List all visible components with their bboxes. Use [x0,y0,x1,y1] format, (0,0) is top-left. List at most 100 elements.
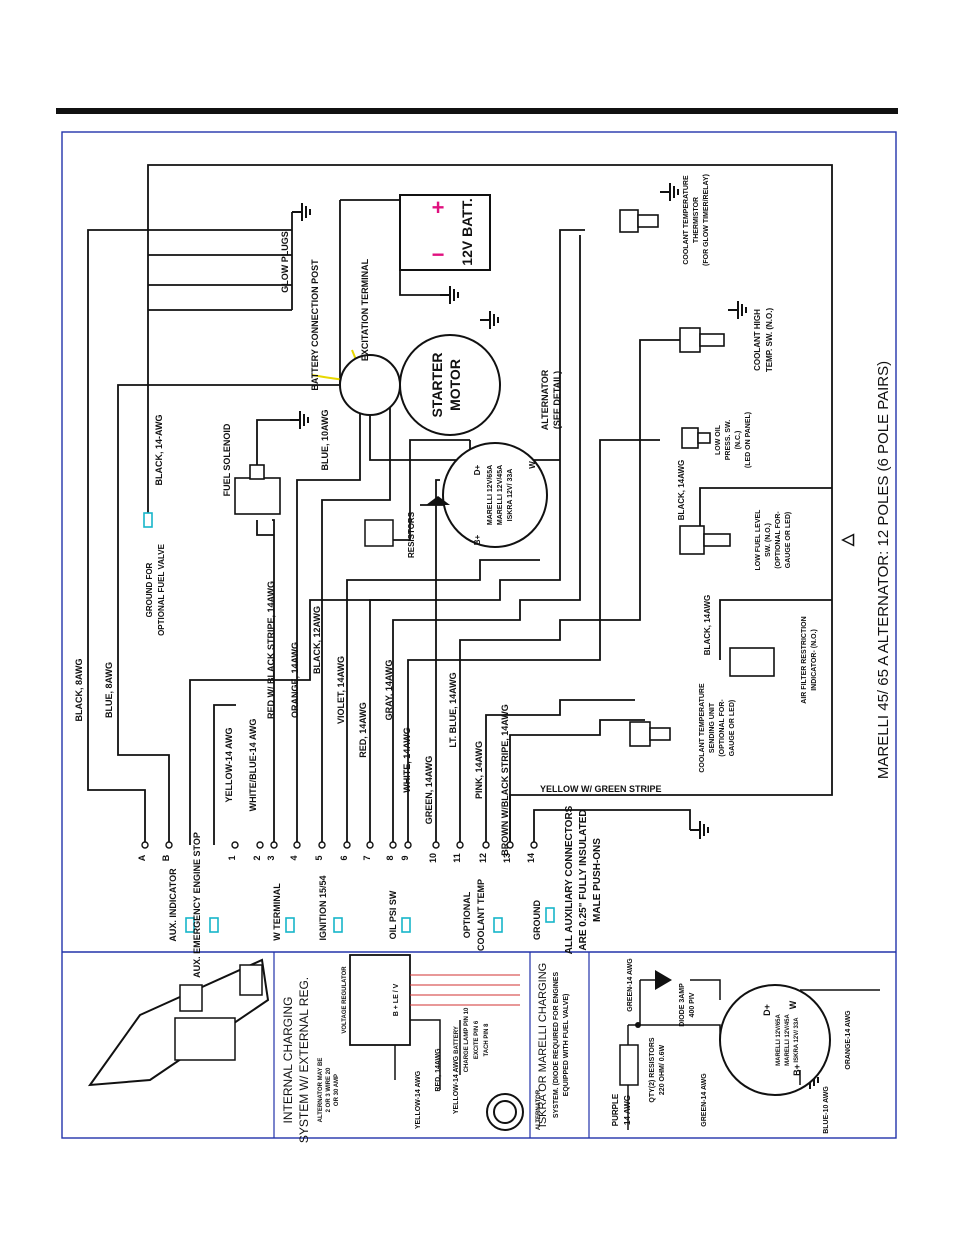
push-on-connector [143,512,153,528]
push-on-connector [545,907,555,923]
label-coolant-send-3: (OPTIONAL FOR- [719,699,726,757]
wire-label: RED W/ BLACK STRIPE, 14AWG [266,581,276,719]
iskra-purple-2: 14 AWG [623,1095,632,1125]
iskra-resistors-1: QTY(2) RESISTORS [649,1037,656,1103]
ground-symbol [479,310,499,330]
label-low-fuel-3: (OPTIONAL FOR- [775,511,782,569]
label-blue-10awg: BLUE, 10AWG [320,409,330,470]
ground-symbol [689,820,709,840]
label-air-filter-2: INDICATOR- (N.O.) [811,629,818,691]
function-label: OIL PSI SW [388,890,398,939]
connectors [143,512,555,933]
wire-label: BROWN W/BLACK STRIPE, 14AWG [500,704,510,856]
pin-label: 6 [339,855,349,860]
iskra-title-2: SYSTEM. (DIODE REQUIRED FOR ENGINES [553,972,560,1119]
wire-label: RED, 14AWG [358,702,368,758]
fuel-solenoid [234,477,281,515]
internal-yellow-a: YELLOW-14 AWG [415,1070,422,1129]
label-coolant-send-1: COOLANT TEMPERATURE [699,683,706,773]
function-label: AUX. INDICATOR [168,868,178,942]
label-coolant-therm-1: COOLANT TEMPERATURE [683,175,690,265]
battery-plus: + [432,195,445,220]
pin-label: 13 [502,853,512,863]
internal-note-3: OR 30 AMP [334,1074,340,1106]
label-black-14awg-a: BLACK, 14AWG [677,460,686,520]
internal-regulator: VOLTAGE REGULATOR [342,966,348,1034]
pin-terminal [530,841,538,849]
drawing-frame [61,131,897,1139]
label-air-filter-1: AIR FILTER RESTRICTION [801,616,808,703]
ground-symbol [659,182,679,202]
sensors [619,209,775,747]
label-low-oil-1: LOW OIL [715,424,722,455]
ground-symbol [727,300,747,320]
main-wires [87,164,833,845]
pin-label: 11 [452,853,462,863]
label-glow-plugs: GLOW PLUGS [280,231,290,293]
resistor-pack [364,519,394,547]
label-low-fuel-2: SW. (N.O.) [765,523,772,557]
pin-label: 2 [252,855,262,860]
pin-label: 14 [526,853,536,863]
pin-terminal [141,841,149,849]
battery-label: 12V BATT. [459,198,475,265]
ground-symbol [291,202,311,222]
pin-terminal [456,841,464,849]
alternator-line-2: MARELLI 12V/45A [497,465,504,525]
label-resistors: RESISTORS [407,511,416,558]
alternator-line-3: ISKRA 12V/ 33A [507,469,514,522]
header-rule [56,108,898,114]
pin-label: 9 [400,855,410,860]
iskra-w: W [788,1000,798,1009]
push-on-connector [285,917,295,933]
label-fuel-solenoid: FUEL SOLENOID [222,423,232,496]
alternator-bplus: B+ [473,534,482,545]
delta-symbol: △ [839,533,856,547]
iskra-title-3: EQUIPPED WITH FUEL VALVE) [563,994,570,1097]
function-label: IGNITION 15/54 [318,875,328,940]
pin-terminal [366,841,374,849]
function-label: COOLANT TEMP [476,879,486,951]
function-label: GROUND [532,900,542,940]
wire-label: WHITE, 14AWG [402,727,412,793]
push-on-connector [185,917,195,933]
label-low-oil-3: (N.C.) [735,431,742,450]
internal-yellow-b: YELLOW-14 AWG [453,1055,460,1114]
wire-label: VIOLET, 14AWG [336,656,346,724]
iskra-diode-2: 400 PIV [689,992,696,1017]
pin-label: 8 [385,855,395,860]
battery-minus: − [432,242,445,267]
label-battery-post: BATTERY CONNECTION POST [310,259,320,391]
wire-label: BLUE, 8AWG [104,662,114,718]
wire-label: ORANGE, 14AWG [290,642,300,718]
function-label: W TERMINAL [272,883,282,941]
alternator [442,442,548,548]
iskra-resistors-2: 220 OHM/ 0.6W [659,1045,666,1096]
push-on-connector [493,917,503,933]
label-coolant-send-4: GAUGE OR LED) [729,700,736,756]
wire-label: LT. BLUE, 14AWG [448,672,458,747]
internal-alternator: ALTERNATOR [536,1089,542,1130]
ground-symbol [439,285,459,305]
iskra-title-1: ISKRA OR MARELLI CHARGING [537,963,549,1127]
internal-tach: TACH PIN 8 [484,1023,490,1057]
wire-label: GREEN, 14AWG [424,756,434,825]
iskra-dplus: D+ [762,1004,772,1016]
pin-label: 7 [362,855,372,860]
alternator-line-1: MARELLI 12V/65A [487,465,494,525]
iskra-green-bottom: GREEN-14 AWG [701,1073,708,1127]
label-ground-fuel-1: GROUND FOR [145,562,154,617]
label-coolant-therm-3: (FOR GLOW TIMER/RELAY) [703,174,710,266]
iskra-line-1: MARELLI 12V/65A [776,1013,782,1065]
label-excitation: EXCITATION TERMINAL [360,258,370,361]
pin-terminal [343,841,351,849]
internal-excite: EXCITE PIN 6 [474,1020,480,1059]
internal-title-2: SYSTEM W/ EXTERNAL REG. [297,977,311,1143]
iskra-orange: ORANGE-14 AWG [845,1010,852,1070]
pin-terminal [506,841,514,849]
pin-label: 3 [266,855,276,860]
label-ground-fuel-2: OPTIONAL FUEL VALVE [157,543,166,636]
